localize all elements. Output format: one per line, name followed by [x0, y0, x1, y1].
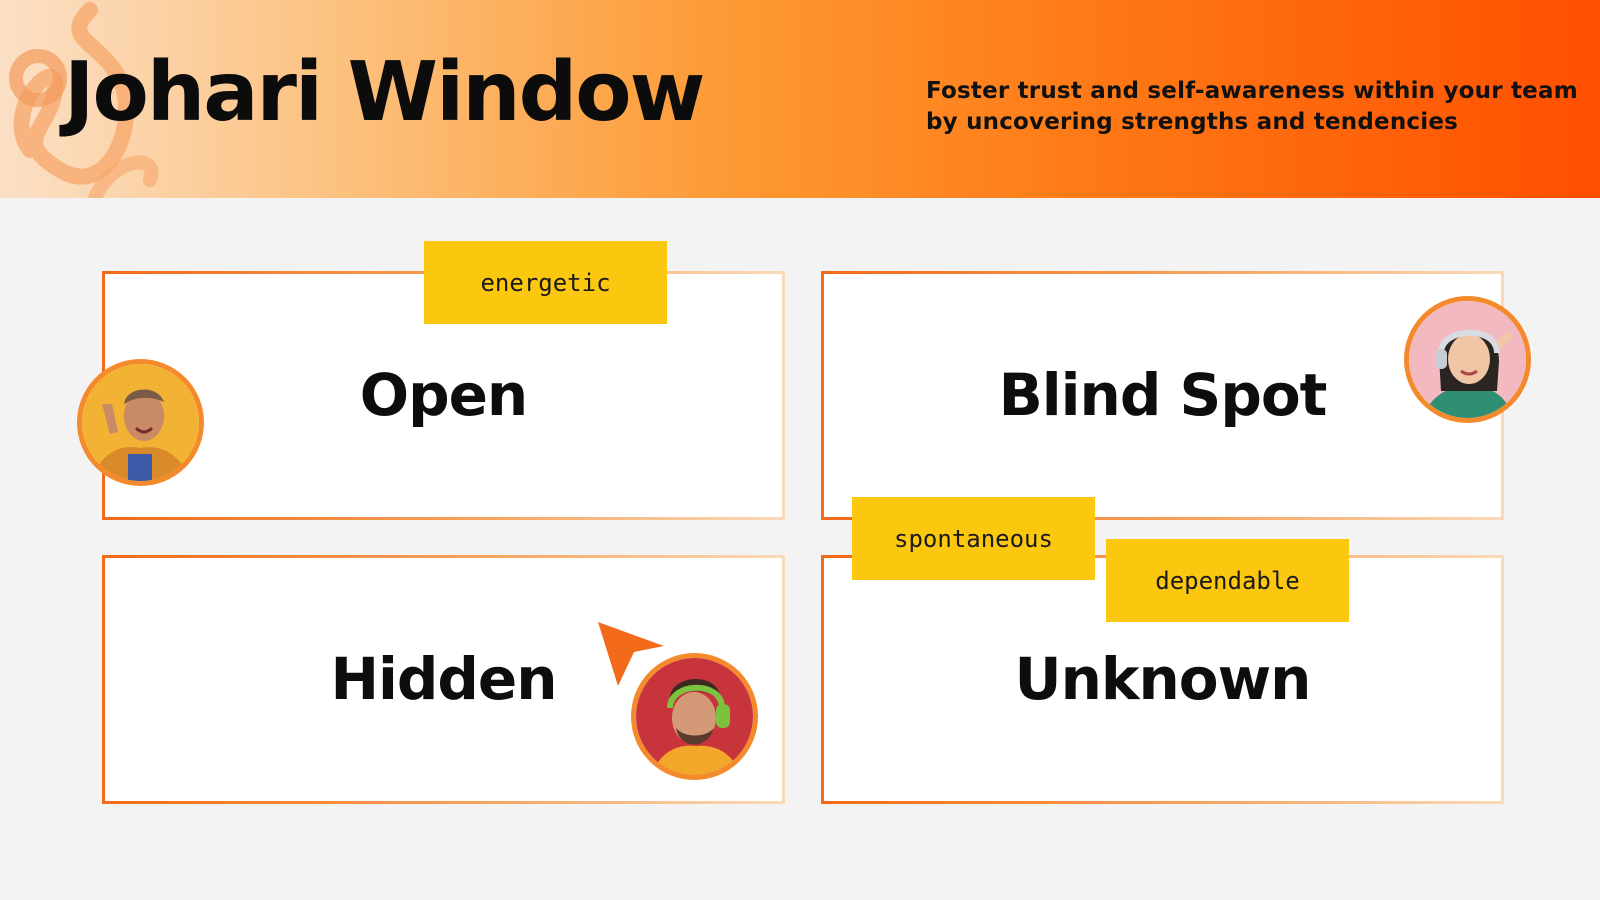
pointer-cursor-icon: [598, 622, 664, 686]
sticky-note-energetic[interactable]: energetic: [424, 241, 667, 324]
avatar-woman-waving[interactable]: [77, 359, 204, 486]
header-banner: Johari Window Foster trust and self-awar…: [0, 0, 1600, 198]
avatar-photo-woman-headphones-icon: [1409, 301, 1526, 418]
quadrant-blind-spot[interactable]: Blind Spot: [821, 271, 1504, 520]
avatar-woman-headphones[interactable]: [1404, 296, 1531, 423]
avatar-photo-man-headphones-icon: [636, 658, 753, 775]
page-subtitle: Foster trust and self-awareness within y…: [926, 78, 1578, 135]
swirl-decoration-icon: [9, 2, 159, 198]
quadrant-label: Hidden: [330, 645, 557, 713]
sticky-note-dependable[interactable]: dependable: [1106, 539, 1349, 622]
avatar-photo-woman-waving-icon: [82, 364, 199, 481]
quadrant-label: Open: [359, 361, 528, 429]
quadrant-unknown[interactable]: Unknown: [821, 555, 1504, 804]
sticky-note-spontaneous[interactable]: spontaneous: [852, 497, 1095, 580]
quadrant-label: Blind Spot: [998, 361, 1328, 429]
quadrant-label: Unknown: [1014, 645, 1312, 713]
avatar-man-headphones[interactable]: [631, 653, 758, 780]
page-title: Johari Window: [64, 45, 705, 140]
